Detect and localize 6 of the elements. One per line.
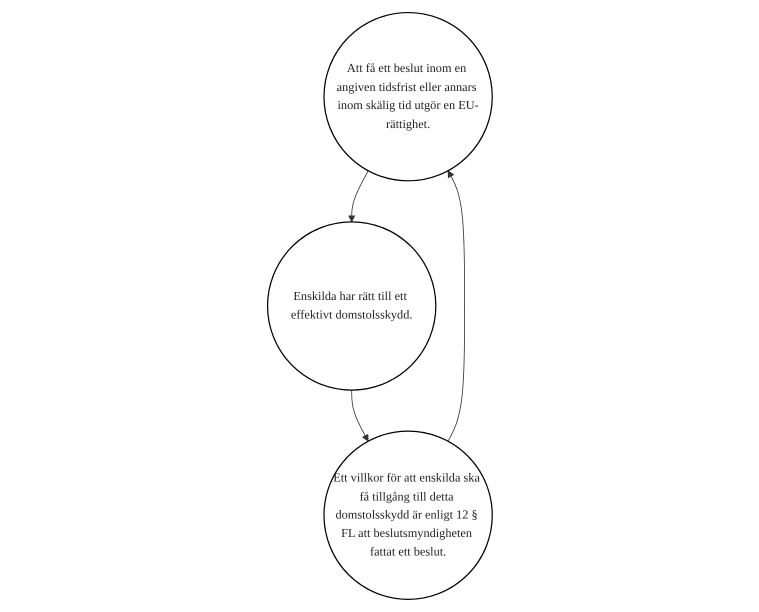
arrow <box>350 390 368 442</box>
arrow <box>348 170 368 222</box>
arrow <box>447 170 465 442</box>
node-circle: Ett villkor för att enskilda ska få tillgång till detta domstolsskydd är enligt 12 § FL att beslutsmyndigheten fattat ett beslut. <box>322 430 492 600</box>
node-circle: Enskilda har rätt till ett effektivt domstolsskydd. <box>266 221 436 391</box>
node-circle: Att få ett beslut inom en angiven tidsfrist eller annars inom skälig tid utgör en EU-rättighet. <box>322 12 492 182</box>
